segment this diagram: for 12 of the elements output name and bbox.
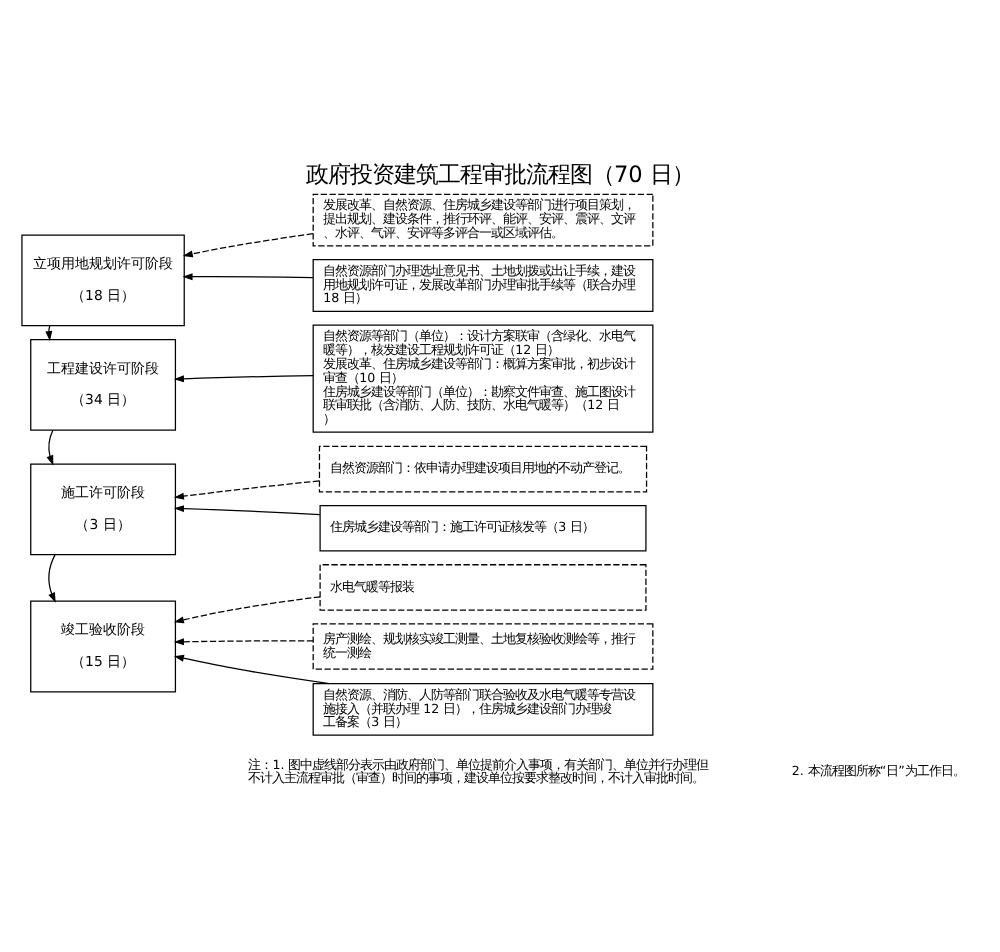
arrow	[173, 637, 314, 645]
arrow	[173, 504, 321, 515]
arrow	[173, 653, 330, 684]
arrow	[46, 428, 54, 465]
arrow	[182, 272, 314, 280]
arrow	[173, 479, 320, 499]
diagram-title: 政府投资建筑工程审批流程图（70 日）	[306, 159, 694, 188]
arrow	[48, 553, 56, 602]
arrow	[45, 324, 53, 341]
arrow	[173, 595, 321, 623]
arrow	[173, 374, 314, 382]
arrow	[182, 232, 314, 257]
